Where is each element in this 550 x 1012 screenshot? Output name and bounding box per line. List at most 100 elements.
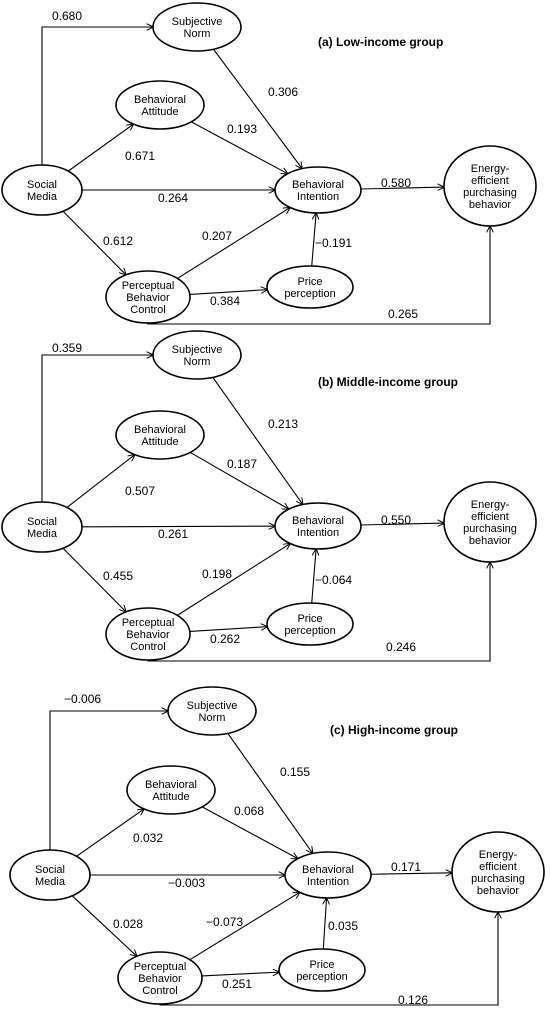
coef-pp-bi: 0.035 (328, 919, 358, 933)
node-label-line: Behavioral (292, 179, 344, 191)
node-label-line: Behavioral (145, 779, 197, 791)
panel-c: (c) High-income groupSubjectiveNormBehav… (9, 686, 545, 1007)
coef-pbc-eb: 0.246 (386, 640, 416, 654)
node-label-line: Norm (184, 356, 211, 368)
node-label-line: Control (130, 641, 165, 653)
node-label-line: Media (35, 876, 66, 888)
node-label-line: efficient (471, 511, 509, 523)
coef-pbc-bi: 0.207 (202, 229, 232, 243)
coef-ba-bi: 0.187 (227, 457, 257, 471)
node-label-line: Subjective (187, 700, 238, 712)
coef-sm-pbc: 0.612 (103, 234, 133, 248)
edge-social-media-to-behavioral-attitude (76, 809, 144, 857)
coef-sm-ba: 0.671 (125, 149, 155, 163)
edge-perceptual-behavior-control-to-price-perception (189, 627, 268, 632)
node-label-line: Perceptual (122, 280, 175, 292)
coef-ba-bi: 0.193 (227, 122, 257, 136)
node-label-line: Norm (184, 28, 211, 40)
coef-sm-ba: 0.507 (125, 484, 155, 498)
node-ellipse (284, 851, 372, 899)
edge-social-media-to-behavioral-attitude (67, 124, 133, 172)
edge-perceptual-behavior-control-to-behavioral-intention (177, 208, 290, 279)
node-ellipse (443, 145, 537, 227)
coef-pp-bi: −0.064 (315, 573, 352, 587)
edge-subjective-norm-to-behavioral-intention (213, 48, 303, 168)
edge-behavioral-attitude-to-behavioral-intention (201, 806, 298, 859)
coef-sn-bi: 0.306 (268, 85, 298, 99)
node-label-line: Price (297, 276, 322, 288)
panel-title: (a) Low-income group (318, 35, 443, 49)
node-ellipse (451, 831, 545, 913)
edge-behavioral-attitude-to-behavioral-intention (189, 451, 288, 509)
node-ellipse (152, 2, 242, 52)
node-label-line: perception (284, 288, 335, 300)
node-ellipse (1, 164, 83, 216)
coef-sn-bi: 0.213 (268, 417, 298, 431)
node-ellipse (115, 410, 205, 460)
coef-sm-ba: 0.032 (133, 831, 163, 845)
edges (49, 711, 498, 1006)
coef-sm-sn: 0.359 (52, 341, 82, 355)
node-label-line: Intention (307, 876, 349, 888)
coef-bi-eb: 0.171 (391, 860, 421, 874)
edge-price-perception-to-behavioral-intention (311, 213, 316, 267)
node-ellipse (117, 951, 203, 1005)
node-ellipse (274, 502, 362, 550)
node-label-line: behavior (477, 885, 520, 897)
node-label-line: Media (27, 528, 58, 540)
node-ellipse (266, 602, 354, 646)
node-ellipse (443, 481, 537, 563)
edges (41, 355, 490, 662)
node-label-line: purchasing (471, 873, 525, 885)
coef-ba-bi: 0.068 (234, 804, 264, 818)
edge-social-media-to-subjective-norm (41, 27, 153, 165)
coef-sm-bi: 0.261 (158, 527, 188, 541)
coef-pbc-bi: −0.073 (206, 915, 243, 929)
coef-pbc-bi: 0.198 (202, 567, 232, 581)
coef-pbc-pp: 0.262 (210, 632, 240, 646)
edge-social-media-to-perceptual-behavior-control (62, 210, 126, 275)
node-label-line: Social (27, 179, 57, 191)
edge-behavioral-intention-to-energy-behavior (360, 187, 444, 189)
coefficients: −0.0060.1550.0680.032−0.0030.1710.028−0.… (64, 692, 428, 1007)
node-ellipse (167, 686, 257, 736)
node-label-line: Control (142, 985, 177, 997)
coef-pbc-pp: 0.384 (210, 294, 240, 308)
node-ellipse (274, 166, 362, 214)
panel-title: (b) Middle-income group (318, 375, 458, 389)
node-label-line: perception (284, 625, 335, 637)
edge-social-media-to-perceptual-behavior-control (71, 895, 137, 957)
node-label-line: Price (309, 959, 334, 971)
coef-sm-sn: −0.006 (64, 692, 101, 706)
node-label-line: Attitude (152, 791, 189, 803)
coef-bi-eb: 0.550 (381, 513, 411, 527)
node-label-line: Intention (297, 191, 339, 203)
node-label-line: behavior (469, 199, 512, 211)
node-label-line: Subjective (172, 16, 223, 28)
edges (41, 27, 490, 325)
node-label-line: Behavioral (134, 424, 186, 436)
node-label-line: Energy- (479, 849, 518, 861)
node-label-line: Attitude (141, 436, 178, 448)
panel-a: (a) Low-income group SubjectiveNormBehavi… (1, 2, 537, 325)
node-ellipse (9, 849, 91, 901)
node-label-line: Social (27, 516, 57, 528)
coef-sm-sn: 0.680 (52, 9, 82, 23)
coef-sm-pbc: 0.455 (103, 569, 133, 583)
edge-behavioral-attitude-to-behavioral-intention (191, 121, 287, 174)
node-label-line: Social (35, 864, 65, 876)
